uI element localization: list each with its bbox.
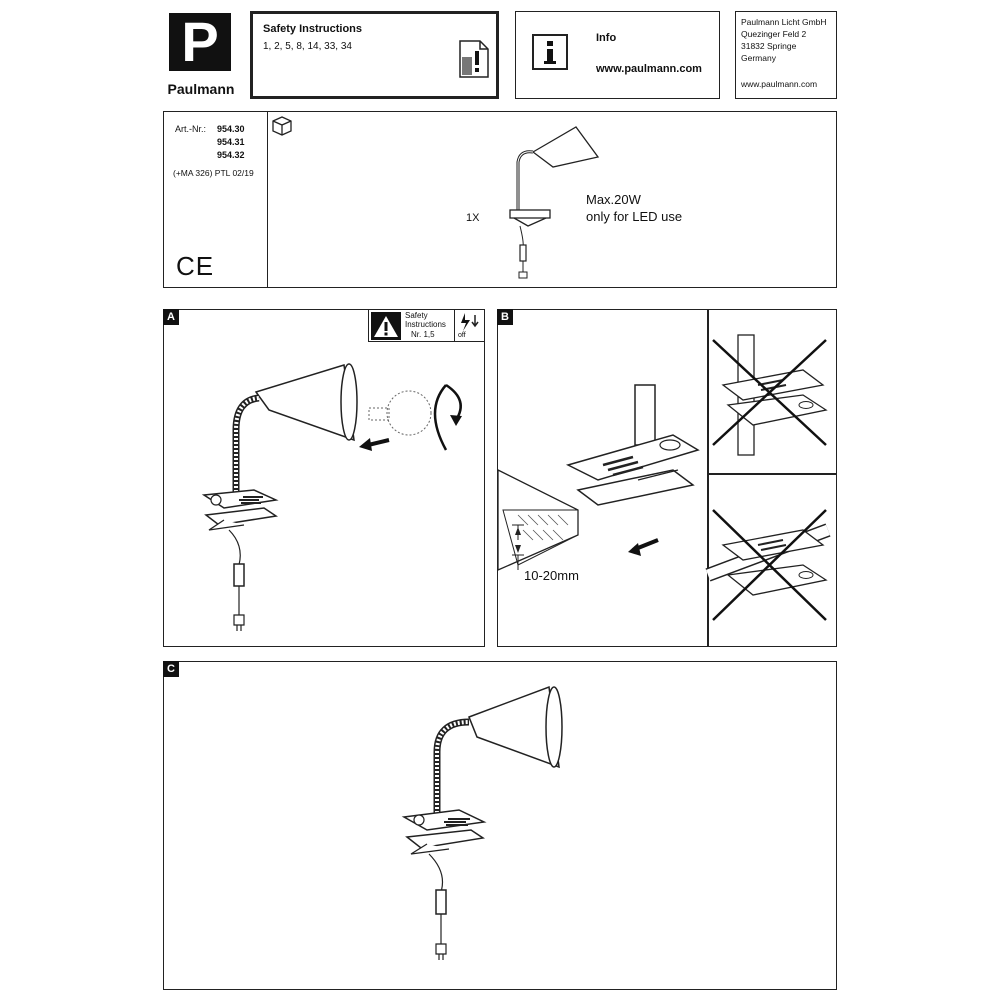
warning-triangle-icon <box>371 312 401 340</box>
article-number-2: 954.31 <box>217 137 245 147</box>
article-label: Art.-Nr.: <box>175 124 206 134</box>
contents-box: 1X Max.20W only for LED use <box>267 111 837 288</box>
brand-name: Paulmann <box>167 81 235 97</box>
panel-b-divider-horizontal <box>707 473 836 475</box>
safety-notice-line1: Safety <box>405 311 428 320</box>
brand-letter: P <box>169 13 231 71</box>
wrong-mount-round-pole-top <box>712 334 828 456</box>
panel-a-label: A <box>163 309 179 325</box>
address-web[interactable]: www.paulmann.com <box>741 79 818 89</box>
safety-title: Safety Instructions <box>263 23 363 35</box>
address-line1: Paulmann Licht GmbH <box>741 17 827 27</box>
panel-a: A Safety Instructions Nr. 1,5 off <box>163 309 485 647</box>
brand-logo: P Paulmann <box>163 11 239 99</box>
address-line3: 31832 Springe <box>741 41 797 51</box>
panel-b: B 10-20mm <box>497 309 837 647</box>
address-line2: Quezinger Feld 2 <box>741 29 807 39</box>
quantity-label: 1X <box>466 212 480 224</box>
article-ref: (+MA 326) PTL 02/19 <box>173 168 254 178</box>
info-icon <box>532 34 568 70</box>
document-warning-icon <box>459 40 489 78</box>
info-url[interactable]: www.paulmann.com <box>596 63 702 75</box>
assembled-lamp-diagram <box>401 685 563 960</box>
info-box: Info www.paulmann.com <box>515 11 720 99</box>
panel-c-label: C <box>163 661 179 677</box>
article-box: Art.-Nr.: 954.30 954.31 954.32 (+MA 326)… <box>163 111 269 288</box>
panel-c: C <box>163 661 837 990</box>
wrong-mount-round-pole-bottom <box>705 509 831 621</box>
power-off-icon <box>461 313 479 331</box>
safety-notice-line3: Nr. 1,5 <box>411 330 435 339</box>
safety-notice-line2: Instructions <box>405 320 446 329</box>
lamp-bulb-install-diagram <box>201 363 462 631</box>
panel-b-label: B <box>497 309 513 325</box>
safety-numbers: 1, 2, 5, 8, 14, 33, 34 <box>263 41 352 52</box>
address-line4: Germany <box>741 53 776 63</box>
safety-instructions-box: Safety Instructions 1, 2, 5, 8, 14, 33, … <box>250 11 499 99</box>
max-wattage: Max.20W <box>586 192 641 207</box>
divider <box>454 310 455 341</box>
lamp-thumbnail <box>509 126 600 279</box>
article-number-3: 954.32 <box>217 150 245 160</box>
article-number-1: 954.30 <box>217 124 245 134</box>
panel-b-divider-vertical <box>707 310 709 646</box>
address-box: Paulmann Licht GmbH Quezinger Feld 2 318… <box>735 11 837 99</box>
ce-mark: CE <box>176 251 215 281</box>
led-only-note: only for LED use <box>586 209 683 224</box>
safety-notice-box: Safety Instructions Nr. 1,5 off <box>368 309 485 342</box>
board-thickness-label: 10-20mm <box>524 568 579 583</box>
info-title: Info <box>596 32 617 44</box>
power-off-label: off <box>458 332 466 339</box>
package-icon <box>272 116 292 136</box>
clamp-mount-diagram <box>497 384 700 571</box>
